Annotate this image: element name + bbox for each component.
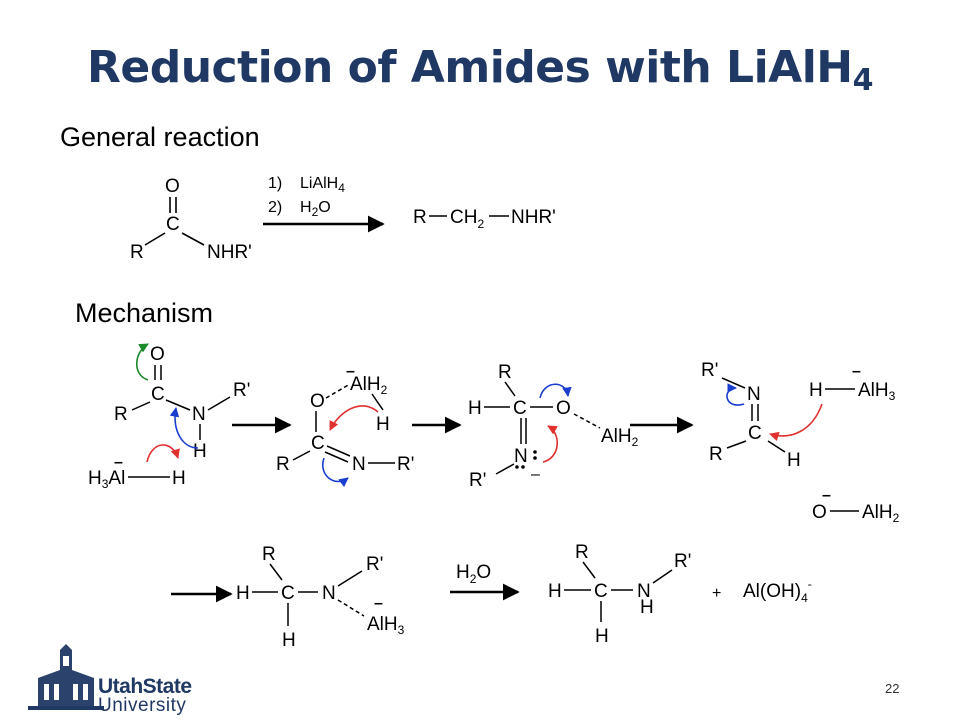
svg-text:Al(OH)4-: Al(OH)4- [743, 577, 812, 605]
svg-text:–: – [114, 454, 123, 471]
mechanism-step-1: O C R N R' H – H3Al H [88, 343, 250, 491]
slide-title: Reduction of Amides with LiAlH4 [0, 42, 960, 98]
svg-text:O: O [556, 398, 571, 419]
svg-text:H: H [172, 468, 186, 489]
red-curved-arrow [146, 444, 180, 463]
svg-text:O: O [310, 391, 325, 412]
svg-text:C: C [281, 583, 295, 604]
svg-text:R: R [413, 207, 427, 228]
svg-text:C: C [748, 423, 762, 444]
title-text: Reduction of Amides with LiAlH [87, 42, 853, 93]
svg-text:H2O: H2O [456, 562, 491, 586]
group-nhr: NHR' [207, 242, 252, 263]
svg-text:–: – [374, 595, 383, 612]
svg-text:NHR': NHR' [511, 207, 556, 228]
logo-text-university: University [98, 695, 187, 716]
blue-curved-arrow [726, 383, 745, 406]
svg-text:AlH3: AlH3 [858, 380, 896, 403]
svg-text:H: H [640, 597, 654, 618]
svg-text:1): 1) [268, 175, 282, 192]
svg-text:C: C [311, 433, 325, 454]
general-reactant: O C R NHR' [130, 176, 252, 263]
svg-text:AlH2: AlH2 [601, 426, 639, 449]
blue-curved-arrow [539, 383, 572, 399]
red-curved-arrow [769, 403, 823, 442]
byproduct: + Al(OH)4- [712, 577, 812, 605]
water-step: H2O [450, 562, 520, 601]
svg-text:N: N [192, 404, 206, 425]
mechanism-step-5: R H C N R' – AlH3 H [236, 544, 405, 651]
svg-text:O: O [812, 502, 827, 523]
svg-text:AlH3: AlH3 [367, 614, 405, 637]
svg-text:H2O: H2O [300, 199, 331, 219]
svg-text:R': R' [701, 360, 718, 381]
svg-text:N: N [322, 583, 336, 604]
svg-text:–: – [346, 363, 355, 380]
svg-text:H3Al: H3Al [88, 468, 125, 491]
svg-text:+: + [712, 585, 721, 602]
svg-text:AlH2: AlH2 [862, 502, 900, 525]
svg-text:H: H [376, 414, 390, 435]
atom-r: R [130, 242, 144, 263]
logo-text-utahstate: UtahState [98, 675, 192, 698]
svg-text:R: R [575, 542, 589, 563]
mechanism-step-2: – O AlH2 H C R N R' [276, 363, 414, 488]
title-subscript: 4 [852, 63, 874, 98]
svg-text:C: C [151, 384, 165, 405]
red-curved-arrow [542, 425, 558, 463]
svg-text:R': R' [469, 470, 486, 491]
svg-text:–: – [531, 466, 540, 483]
svg-text:C: C [594, 581, 608, 602]
svg-text:2): 2) [268, 199, 282, 216]
svg-text:LiAlH4: LiAlH4 [300, 175, 345, 195]
svg-text:H: H [468, 398, 482, 419]
general-reaction-heading: General reaction [60, 122, 260, 152]
svg-text:N: N [637, 581, 651, 602]
svg-text:R': R' [233, 380, 250, 401]
svg-text:R': R' [674, 551, 691, 572]
mechanism-step-3: R H C O AlH2 N – R' [468, 362, 639, 491]
svg-text:N: N [747, 384, 761, 405]
svg-text:–: – [852, 363, 861, 380]
general-reagents: 1) LiAlH4 2) H2O [263, 175, 385, 233]
university-logo [28, 644, 104, 710]
blue-curved-arrow [321, 457, 349, 488]
svg-text:N: N [514, 446, 528, 467]
atom-c: C [166, 214, 180, 235]
svg-text:R: R [114, 404, 128, 425]
svg-text:R: R [709, 444, 723, 465]
svg-text:CH2: CH2 [450, 207, 484, 231]
svg-text:H: H [809, 380, 823, 401]
svg-text:R: R [498, 362, 512, 383]
svg-text:H: H [787, 450, 801, 471]
svg-text:–: – [822, 487, 831, 504]
general-product: R CH2 NHR' [413, 207, 556, 231]
page-number: 22 [885, 681, 900, 696]
mechanism-product: R H C N R' H H [548, 542, 691, 647]
atom-o: O [165, 176, 180, 197]
svg-text:H: H [282, 630, 296, 651]
red-curved-arrow [329, 405, 379, 431]
mechanism-heading: Mechanism [75, 298, 214, 328]
svg-text:R: R [262, 544, 276, 565]
svg-text:H: H [236, 583, 250, 604]
svg-text:R': R' [366, 554, 383, 575]
svg-text:AlH2: AlH2 [350, 374, 388, 397]
svg-text:O: O [150, 344, 165, 365]
svg-text:R': R' [397, 454, 414, 475]
mechanism-step-4: R' N C R H – H AlH3 – O AlH2 [701, 360, 900, 525]
svg-text:H: H [595, 626, 609, 647]
svg-text:R: R [276, 454, 290, 475]
svg-text:N: N [352, 454, 366, 475]
svg-text:C: C [513, 398, 527, 419]
svg-text:H: H [548, 581, 562, 602]
blue-curved-arrow [169, 407, 199, 449]
green-curved-arrow [135, 343, 149, 381]
svg-text:H: H [193, 441, 207, 462]
